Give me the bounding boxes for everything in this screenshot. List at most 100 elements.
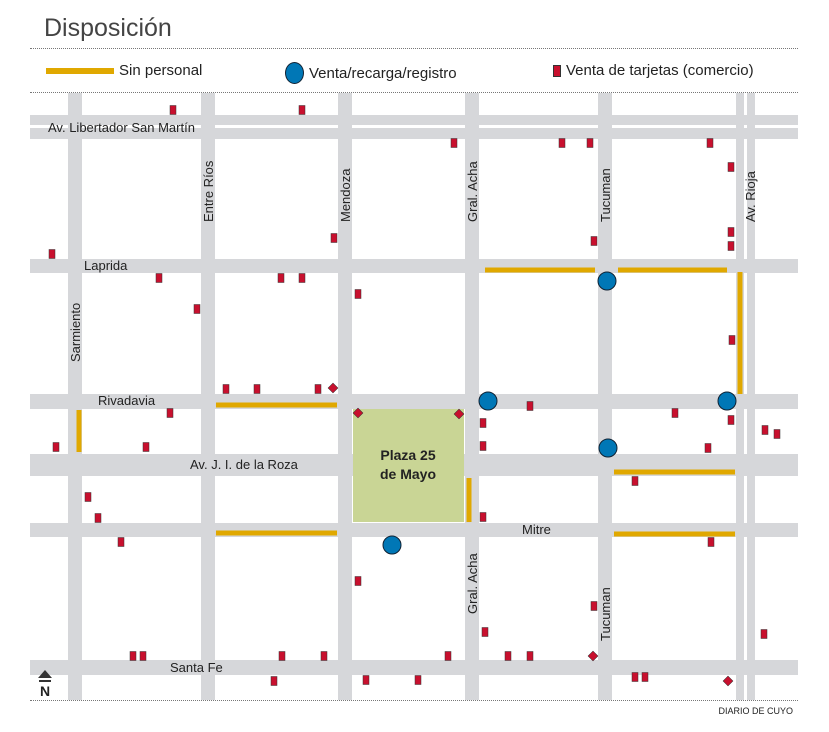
card-shop-marker <box>479 418 487 428</box>
divider <box>30 48 798 49</box>
card-shop-marker <box>450 138 458 148</box>
card-shop-marker <box>139 651 147 661</box>
card-shop-marker <box>704 443 712 453</box>
card-shop-marker <box>590 236 598 246</box>
card-shop-marker <box>671 408 679 418</box>
label-rivadavia: Rivadavia <box>98 393 156 408</box>
north-label: N <box>40 683 50 699</box>
street-libertador-north <box>30 115 798 125</box>
card-shop-marker <box>330 233 338 243</box>
legend-label: Venta de tarjetas (comercio) <box>566 62 754 79</box>
label-laprida: Laprida <box>84 258 128 273</box>
card-shop-marker <box>278 651 286 661</box>
card-shop-marker <box>352 407 364 419</box>
label-acha-north: Gral. Acha <box>465 161 480 222</box>
card-shop-marker <box>314 384 322 394</box>
legend-no-staff: Sin personal <box>46 62 202 79</box>
page-title: Disposición <box>44 14 172 42</box>
blue-circle-icon <box>285 62 304 84</box>
sales-point-marker <box>598 438 618 458</box>
card-shop-marker <box>84 492 92 502</box>
card-shop-marker <box>707 537 715 547</box>
card-shop-marker <box>253 384 261 394</box>
legend-label: Venta/recarga/registro <box>309 64 457 82</box>
card-shop-marker <box>277 273 285 283</box>
sales-point-marker <box>597 271 617 291</box>
card-shop-marker <box>773 429 781 439</box>
card-shop-marker <box>193 304 201 314</box>
card-shop-marker <box>444 651 452 661</box>
label-acha-south: Gral. Acha <box>465 553 480 614</box>
card-shop-marker <box>298 273 306 283</box>
legend-sales-point: Venta/recarga/registro <box>285 62 457 84</box>
divider <box>30 92 798 93</box>
street-libertador-south <box>30 128 798 139</box>
label-entre-rios: Entre Ríos <box>201 160 216 222</box>
card-shop-marker <box>586 138 594 148</box>
card-shop-marker <box>641 672 649 682</box>
card-shop-marker <box>142 442 150 452</box>
card-shop-marker <box>222 384 230 394</box>
legend-label: Sin personal <box>119 62 203 79</box>
card-shop-marker <box>270 676 278 686</box>
card-shop-marker <box>727 162 735 172</box>
card-shop-marker <box>481 627 489 637</box>
card-shop-marker <box>479 441 487 451</box>
plaza-25-de-mayo <box>353 409 464 522</box>
card-shop-marker <box>504 651 512 661</box>
sales-point-marker <box>717 391 737 411</box>
card-shop-marker <box>479 512 487 522</box>
card-shop-marker <box>166 408 174 418</box>
card-shop-marker <box>706 138 714 148</box>
orange-line-icon <box>46 67 114 74</box>
card-shop-marker <box>631 476 639 486</box>
divider <box>30 700 798 701</box>
credit: DIARIO DE CUYO <box>718 706 793 716</box>
card-shop-marker <box>48 249 56 259</box>
card-shop-marker <box>117 537 125 547</box>
card-shop-marker <box>727 241 735 251</box>
card-shop-marker <box>354 289 362 299</box>
card-shop-marker <box>727 415 735 425</box>
label-mendoza: Mendoza <box>338 168 353 222</box>
card-shop-marker <box>362 675 370 685</box>
card-shop-marker <box>727 227 735 237</box>
red-marker-icon <box>553 64 561 77</box>
card-shop-marker <box>453 408 465 420</box>
card-shop-marker <box>760 629 768 639</box>
label-mitre: Mitre <box>522 522 551 537</box>
card-shop-marker <box>155 273 163 283</box>
card-shop-marker <box>320 651 328 661</box>
plaza-label-2: de Mayo <box>380 466 436 482</box>
card-shop-marker <box>558 138 566 148</box>
card-shop-marker <box>526 651 534 661</box>
card-shop-marker <box>298 105 306 115</box>
card-shop-marker <box>631 672 639 682</box>
sales-point-marker <box>478 391 498 411</box>
card-shop-marker <box>587 650 599 662</box>
label-rioja: Av. Rioja <box>743 170 758 222</box>
label-santa-fe: Santa Fe <box>170 660 223 675</box>
card-shop-marker <box>590 601 598 611</box>
sales-point-marker <box>382 535 402 555</box>
card-shop-marker <box>728 335 736 345</box>
card-shop-marker <box>129 651 137 661</box>
street-santa-fe <box>30 660 798 675</box>
label-roza: Av. J. I. de la Roza <box>190 457 299 472</box>
north-arrow-icon: N <box>38 670 52 699</box>
card-shop-marker <box>722 675 734 687</box>
label-tucuman-south: Tucuman <box>598 587 613 641</box>
label-libertador: Av. Libertador San Martín <box>48 120 195 135</box>
card-shop-marker <box>526 401 534 411</box>
card-shop-marker <box>94 513 102 523</box>
label-tucuman-north: Tucuman <box>598 168 613 222</box>
street-laprida <box>30 259 798 273</box>
label-sarmiento: Sarmiento <box>68 303 83 362</box>
legend-card-shop: Venta de tarjetas (comercio) <box>553 62 754 79</box>
card-shop-marker <box>354 576 362 586</box>
plaza-label-1: Plaza 25 <box>380 447 435 463</box>
card-shop-marker <box>169 105 177 115</box>
card-shop-marker <box>761 425 769 435</box>
